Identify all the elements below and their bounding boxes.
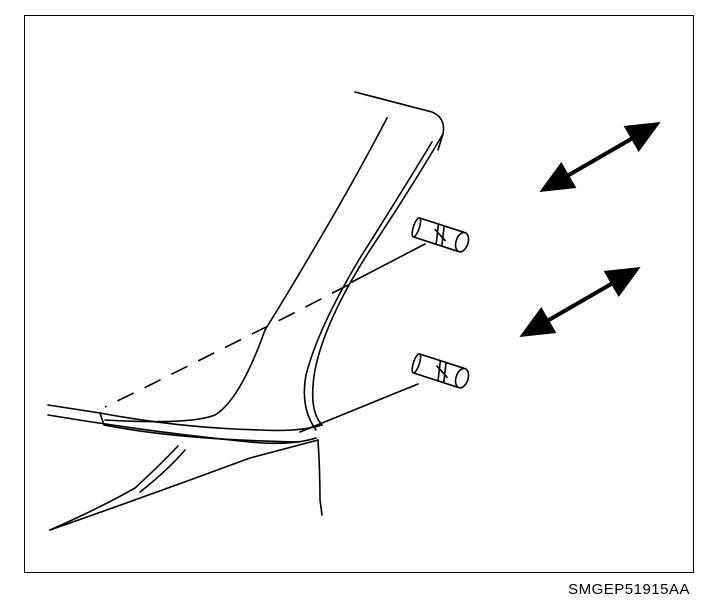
pillar-inner-curve xyxy=(104,117,388,423)
hidden-line-dashed xyxy=(104,284,349,408)
body-edge xyxy=(317,439,323,516)
pillar-top-edge xyxy=(354,91,445,151)
clip-icon xyxy=(411,352,470,389)
leader-line-lower xyxy=(299,383,419,433)
pillar-outer-edge xyxy=(311,133,444,426)
panel-lower-edge-2 xyxy=(47,414,317,445)
sill-piece-inner xyxy=(139,449,186,493)
figure-frame xyxy=(24,15,694,573)
sill-piece-upper xyxy=(49,445,179,531)
double-arrow-icon xyxy=(519,267,641,337)
sill-piece-lower xyxy=(49,439,319,531)
pillar-outer-edge-inner xyxy=(303,141,433,431)
leader-line-upper xyxy=(351,243,426,283)
clip-icon xyxy=(411,216,470,253)
figure-code: SMGEP51915AA xyxy=(568,581,690,598)
panel-lower-edge-3 xyxy=(99,412,301,443)
double-arrow-icon xyxy=(539,122,661,192)
panel-lower-edge-1 xyxy=(47,404,323,432)
